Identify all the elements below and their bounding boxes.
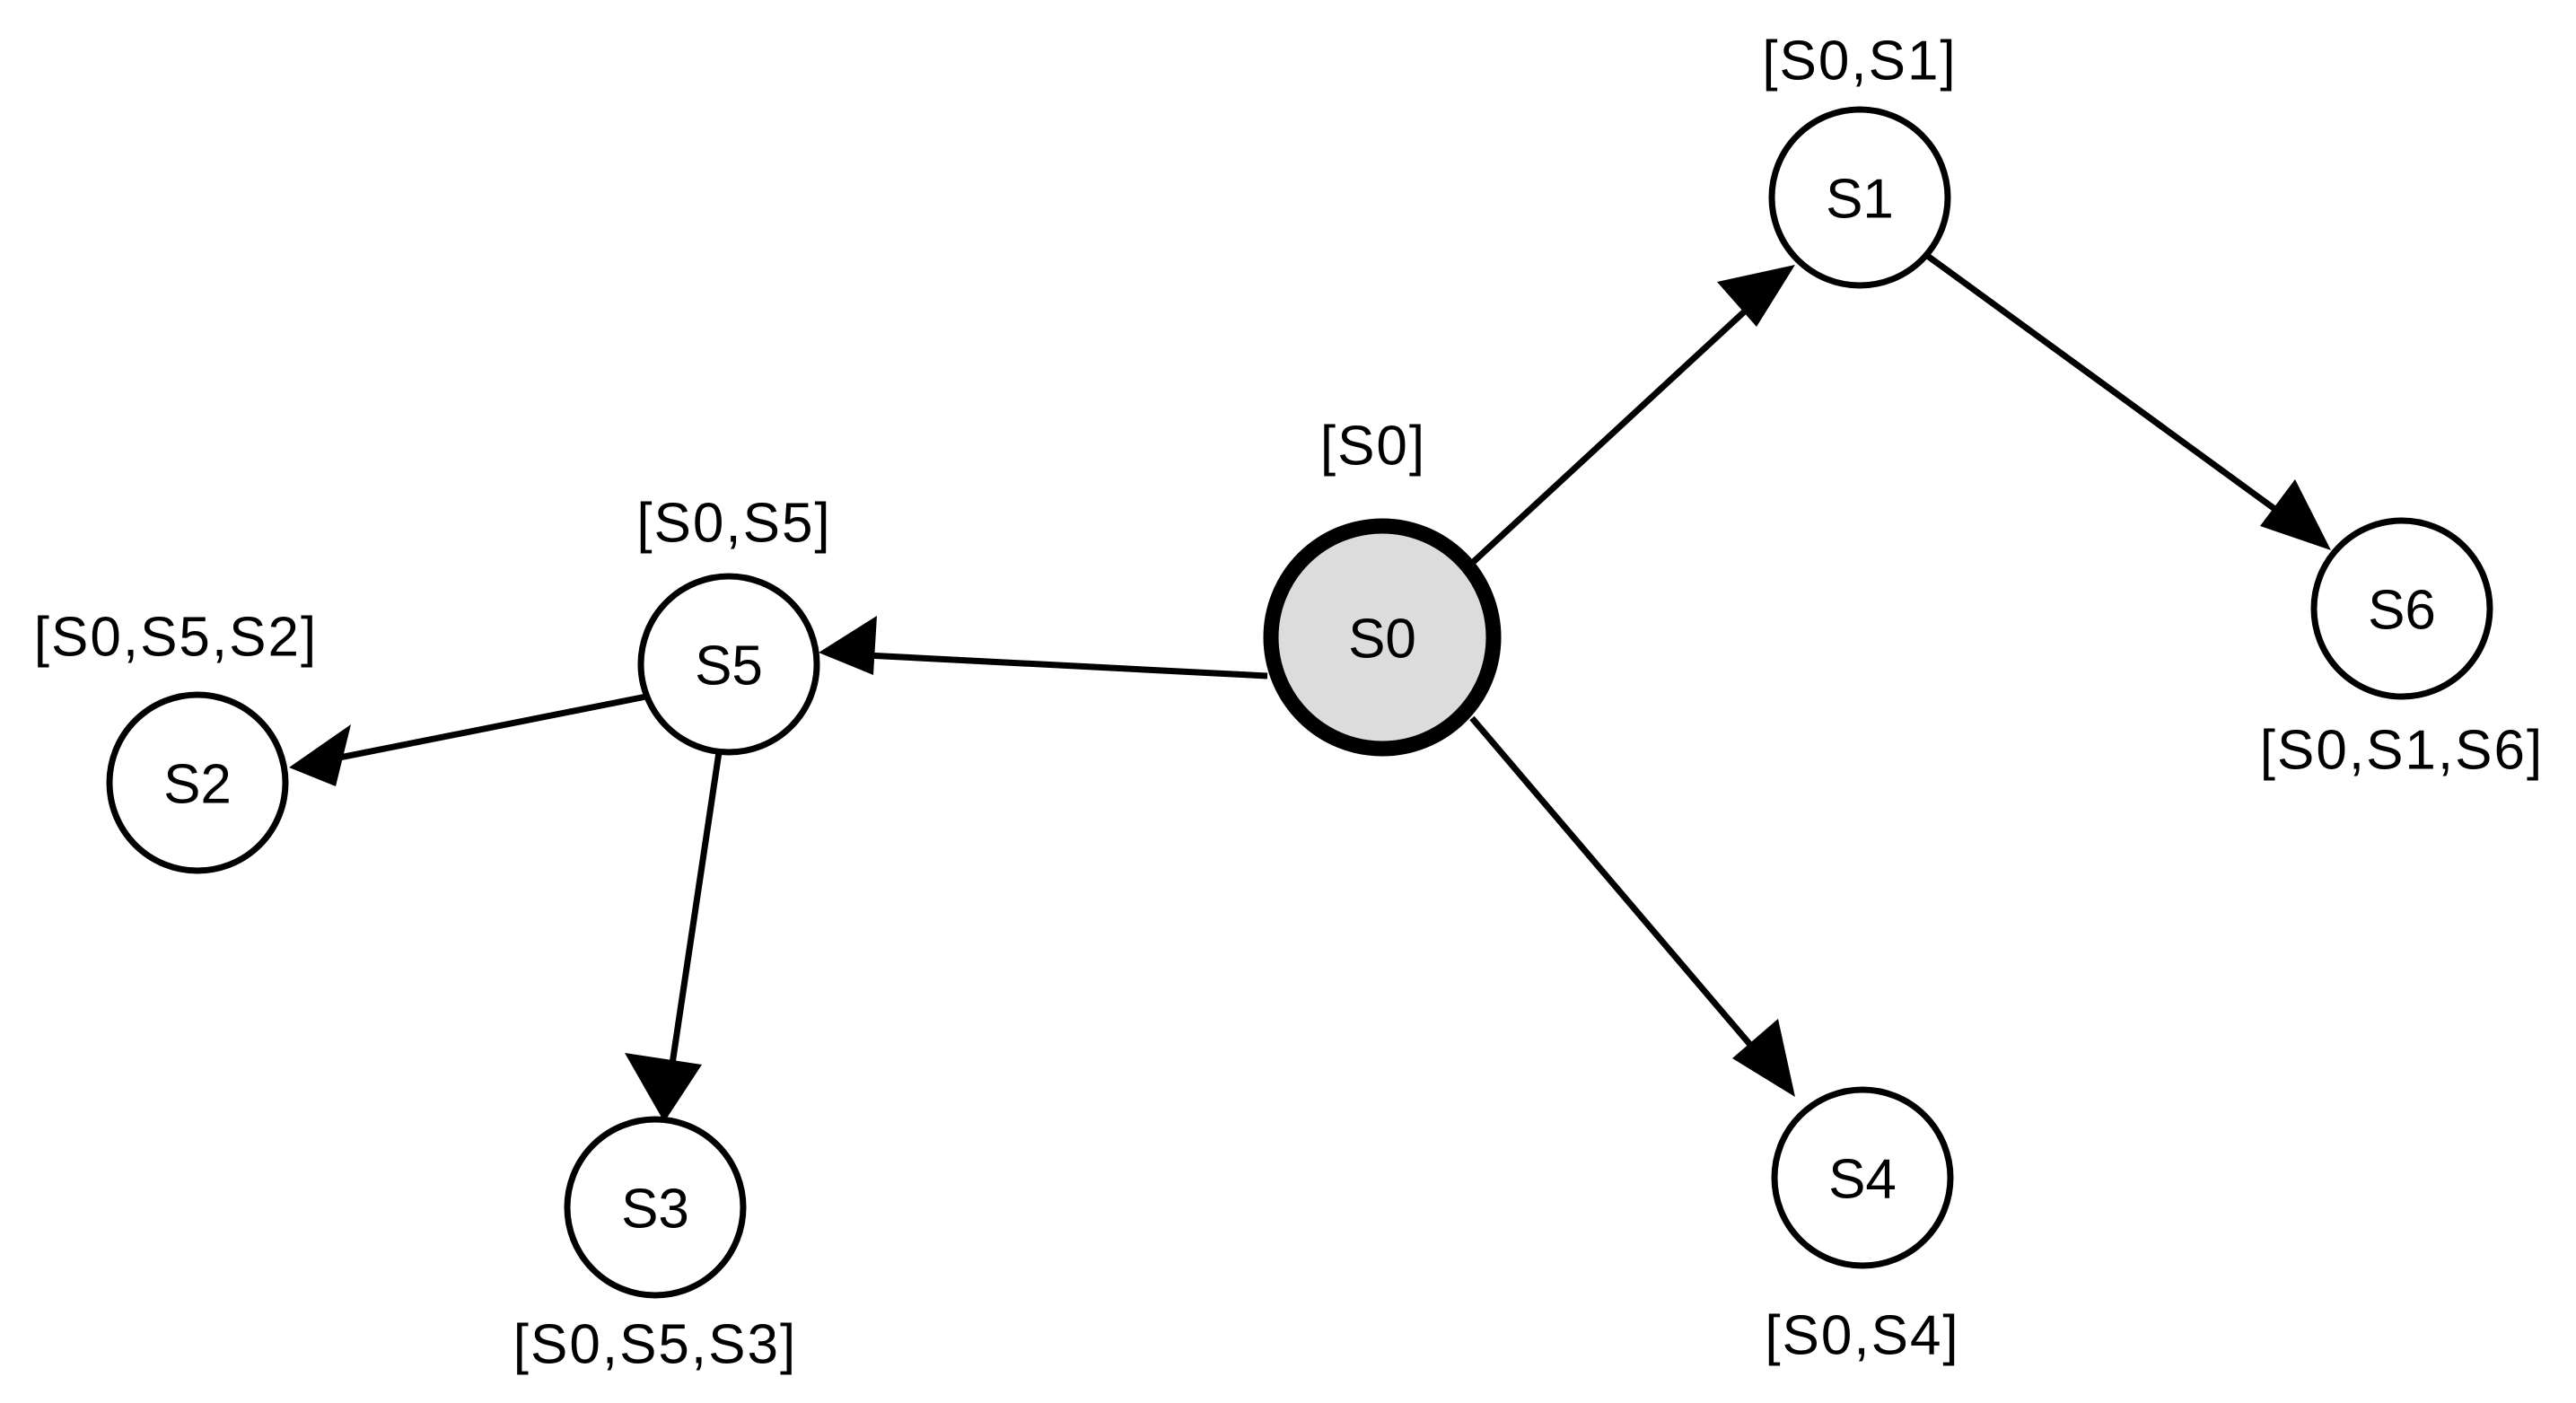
path-label-s5: [S0,S5] [636,493,831,555]
node-circle-s5[interactable] [637,573,820,756]
node-s1[interactable]: S1 [1768,106,1951,289]
node-s5[interactable]: S5 [637,573,820,756]
node-s2[interactable]: S2 [106,691,289,874]
node-label-s0: S0 [1348,609,1416,671]
node-circle-s6[interactable] [2310,517,2493,700]
node-circle-s0[interactable] [1263,518,1502,757]
edge-s5-to-s3[interactable] [625,751,723,1122]
path-label-s0: [S0] [1320,416,1426,478]
edge-line-s0-s5 [865,652,1268,680]
edge-s0-to-s1[interactable] [1466,265,1795,569]
node-circle-s4[interactable] [1771,1086,1954,1269]
edge-s0-to-s4[interactable] [1469,715,1795,1097]
edge-line-s0-s1 [1466,294,1764,569]
edge-s1-to-s6[interactable] [1923,252,2331,550]
node-label-s4: S4 [1828,1149,1897,1211]
path-label-s2: [S0,S5,S2] [34,607,318,669]
node-label-s3: S3 [621,1179,689,1241]
node-s0[interactable]: S0 [1263,518,1502,757]
nodes-layer: S0 [S0] S1 [S0,S1] S6 [S0,S1,S6] S4 [S0,… [34,31,2544,1376]
node-circle-s3[interactable] [564,1116,747,1299]
node-label-s2: S2 [163,754,232,816]
node-s4[interactable]: S4 [1771,1086,1954,1269]
arrow-head-s5-s2 [289,724,351,786]
path-label-s1: [S0,S1] [1762,31,1957,92]
edge-line-s1-s6 [1923,252,2296,525]
path-label-s3: [S0,S5,S3] [513,1314,797,1376]
edge-line-s5-s2 [338,693,647,761]
edges-layer [289,252,2331,1122]
node-s3[interactable]: S3 [564,1116,747,1299]
arrow-head-s1-s6 [2260,479,2331,550]
edge-s0-to-s5[interactable] [819,616,1268,680]
node-label-s1: S1 [1826,169,1894,231]
node-s6[interactable]: S6 [2310,517,2493,700]
path-label-s4: [S0,S4] [1765,1305,1959,1367]
arrow-head-s0-s4 [1732,1019,1795,1097]
edge-line-s5-s3 [668,751,723,1071]
arrow-head-s0-s5 [819,616,877,675]
arrow-head-s0-s1 [1717,265,1795,327]
node-circle-s1[interactable] [1768,106,1951,289]
edge-line-s0-s4 [1469,715,1764,1060]
node-circle-s2[interactable] [106,691,289,874]
edge-s5-to-s2[interactable] [289,693,647,786]
node-label-s5: S5 [695,636,763,697]
node-label-s6: S6 [2368,580,2436,642]
arrow-head-s5-s3 [625,1053,702,1122]
path-label-s6: [S0,S1,S6] [2260,720,2544,782]
